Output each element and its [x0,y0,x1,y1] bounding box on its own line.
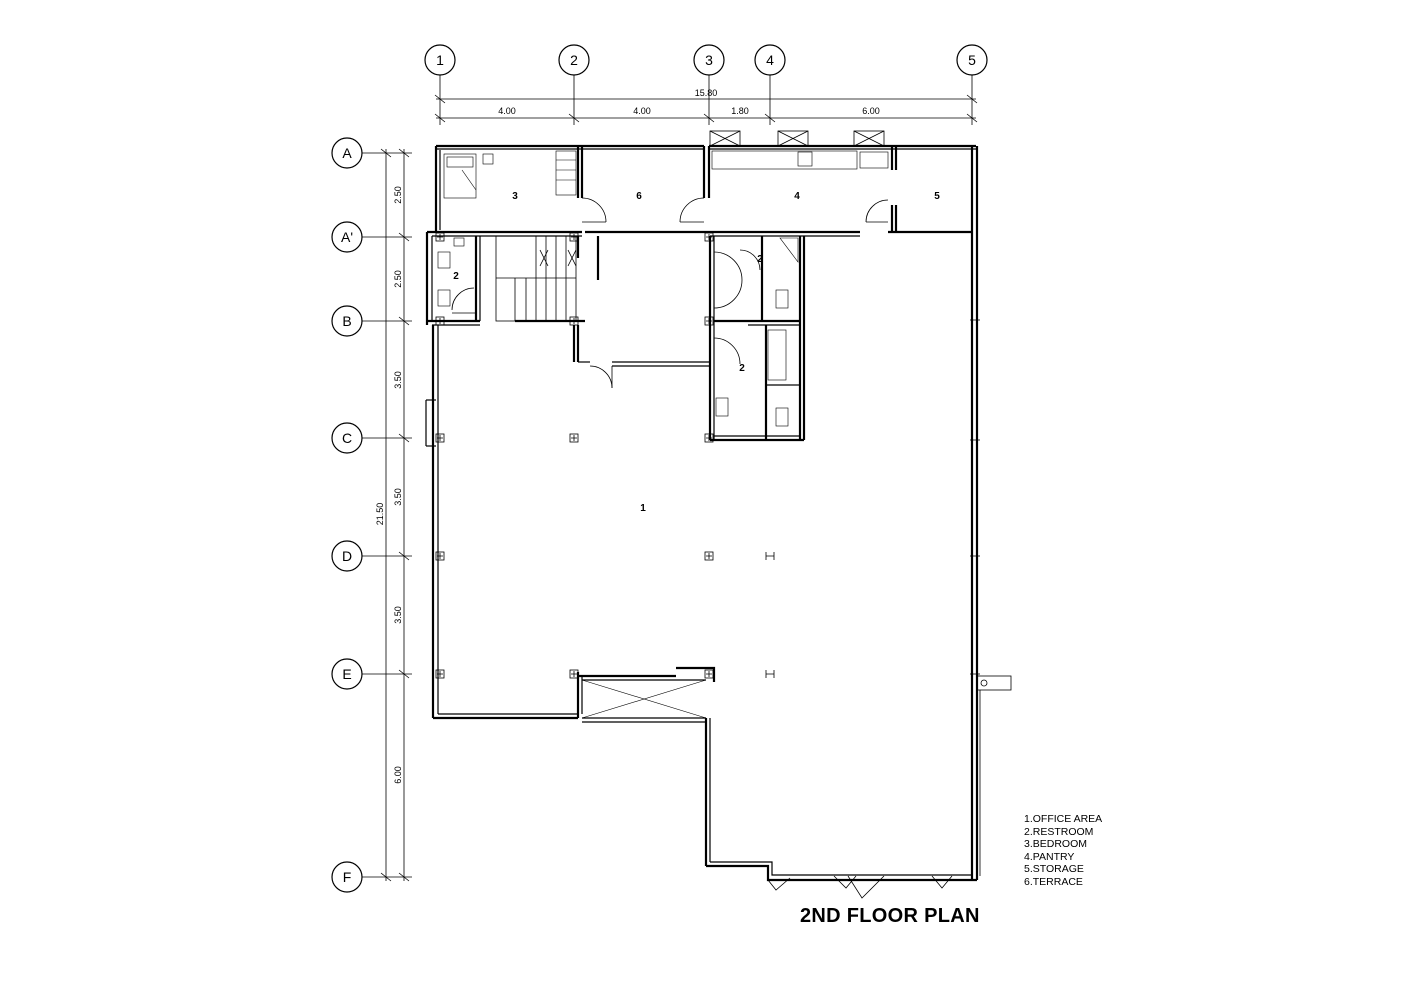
dim-top-seg-2: 4.00 [633,106,651,116]
room-tag-bedroom: 3 [512,191,518,202]
grid-label-col-3: 3 [705,52,713,68]
room-tag-pantry: 4 [794,191,800,202]
dim-left-overall: 21.50 [375,503,385,526]
grid-label-row-F: F [343,869,352,885]
grid-label-row-C: C [342,430,352,446]
grid-label-row-E: E [342,666,351,682]
dim-left-seg-4: 3.50 [393,488,403,506]
room-tag-restroom-b: 2 [757,254,763,265]
grid-label-row-D: D [342,548,352,564]
grid-label-row-A-prime: A' [341,229,353,245]
dim-left-seg-3: 3.50 [393,371,403,389]
room-legend: 1.OFFICE AREA 2.RESTROOM 3.BEDROOM 4.PAN… [1024,813,1102,889]
grid-label-col-5: 5 [968,52,976,68]
grid-label-col-2: 2 [570,52,578,68]
grid-row-bubbles: A A' B C D E F [331,137,363,893]
staircase [495,235,577,322]
room-tag-office: 1 [640,503,646,514]
dimension-top: 15.80 4.00 4.00 1.80 6.00 [434,88,978,123]
dimension-left: 21.50 2.50 2.50 3.50 3.50 3.50 6.00 [375,148,410,882]
grid-label-col-4: 4 [766,52,774,68]
right-exterior-details [767,319,1012,899]
grid-label-col-1: 1 [436,52,444,68]
grid-label-row-B: B [342,313,351,329]
dim-top-overall: 15.80 [695,88,718,98]
room-tags: 1 2 2 2 3 4 5 6 [453,191,940,514]
legend-item-pantry: 4.PANTRY [1024,850,1075,863]
dim-top-seg-4: 6.00 [862,106,880,116]
grid-leader-lines [362,75,973,878]
room-tag-restroom-c: 2 [739,363,745,374]
grid-column-bubbles: 1 2 3 4 5 [424,44,988,76]
dim-left-seg-1: 2.50 [393,186,403,204]
drawing-title: 2ND FLOOR PLAN [800,905,980,927]
dim-left-seg-5: 3.50 [393,606,403,624]
dim-top-seg-3: 1.80 [731,106,749,116]
room-tag-storage: 5 [934,191,940,202]
legend-item-bedroom: 3.BEDROOM [1024,838,1088,851]
dim-left-seg-2: 2.50 [393,270,403,288]
legend-item-restroom: 2.RESTROOM [1024,825,1094,838]
balcony-void [581,679,707,719]
structural-columns [435,232,775,679]
door-swings [451,130,889,389]
dim-top-seg-1: 4.00 [498,106,516,116]
exterior-walls [425,144,979,882]
legend-item-terrace: 6.TERRACE [1024,875,1083,888]
room-tag-restroom-a: 2 [453,271,459,282]
room-tag-terrace: 6 [636,191,642,202]
dim-left-seg-6: 6.00 [393,766,403,784]
grid-label-row-A: A [342,145,352,161]
legend-item-storage: 5.STORAGE [1024,863,1084,876]
interior-walls [425,146,972,723]
legend-item-office-area: 1.OFFICE AREA [1024,813,1103,825]
fixtures [437,150,889,427]
